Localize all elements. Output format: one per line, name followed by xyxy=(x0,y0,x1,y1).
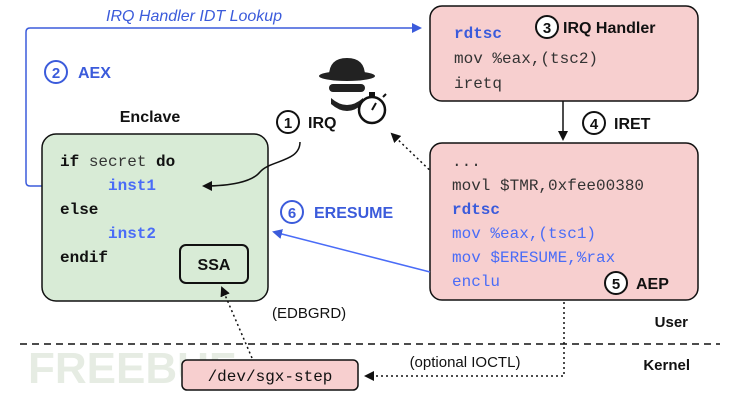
handler-number: 3 xyxy=(543,20,551,37)
edbgrd-label: (EDBGRD) xyxy=(272,305,346,322)
aep-line-enclu: enclu xyxy=(452,273,500,291)
aep-line-dots: ... xyxy=(452,153,481,171)
ioctl-label: (optional IOCTL) xyxy=(410,354,521,371)
sgx-step-box xyxy=(181,359,359,391)
enclave-title: Enclave xyxy=(120,109,181,126)
aex-number: 2 xyxy=(52,65,60,82)
eresume-arrow xyxy=(272,229,431,273)
sgx-step-label: /dev/sgx-step xyxy=(208,368,333,386)
aep-line-rdtsc: rdtsc xyxy=(452,201,500,219)
hacker-icon xyxy=(319,58,375,111)
kernel-label: Kernel xyxy=(643,357,690,374)
enclave-code-inst2: inst2 xyxy=(108,225,156,243)
ssa-label: SSA xyxy=(198,257,231,274)
idt-lookup-arrow xyxy=(25,23,422,187)
iret-number: 4 xyxy=(590,116,599,133)
handler-title: IRQ Handler xyxy=(563,20,655,37)
aep-number-circle xyxy=(604,271,628,295)
user-label: User xyxy=(655,314,689,331)
aex-label: AEX xyxy=(78,65,111,82)
aep-box xyxy=(429,142,699,301)
aep-line-movl: movl $TMR,0xfee00380 xyxy=(452,177,644,195)
stopwatch-icon xyxy=(357,92,387,125)
ioctl-dotted-arrow xyxy=(364,302,565,381)
handler-line-rdtsc: rdtsc xyxy=(454,25,502,43)
enclave-code-line-1: if secret do xyxy=(60,153,175,171)
eresume-number-circle xyxy=(280,200,304,224)
ioctl-label-bg xyxy=(392,352,538,372)
aep-number: 5 xyxy=(612,276,620,293)
handler-number-circle xyxy=(535,15,559,39)
eresume-number: 6 xyxy=(288,205,296,222)
aep-line-mov-eresume: mov $ERESUME,%rax xyxy=(452,249,615,267)
iret-number-circle xyxy=(582,111,606,135)
ssa-box xyxy=(179,244,249,284)
irq-number-circle xyxy=(276,110,300,134)
irq-label: IRQ xyxy=(308,115,336,132)
irq-number: 1 xyxy=(284,115,292,132)
handler-line-iretq: iretq xyxy=(454,75,502,93)
aex-number-circle xyxy=(44,60,68,84)
idt-lookup-label: IRQ Handler IDT Lookup xyxy=(106,8,282,25)
irq-to-inst1-arrow xyxy=(202,141,301,191)
handler-line-mov: mov %eax,(tsc2) xyxy=(454,50,598,68)
iret-label: IRET xyxy=(614,116,651,133)
enclave-code-endif: endif xyxy=(60,249,108,267)
enclave-code-else: else xyxy=(60,201,98,219)
enclave-code-inst1: inst1 xyxy=(108,177,156,195)
eresume-label: ERESUME xyxy=(314,205,393,222)
aep-title: AEP xyxy=(636,276,669,293)
irq-handler-box xyxy=(429,5,699,102)
aep-line-mov-tsc1: mov %eax,(tsc1) xyxy=(452,225,596,243)
